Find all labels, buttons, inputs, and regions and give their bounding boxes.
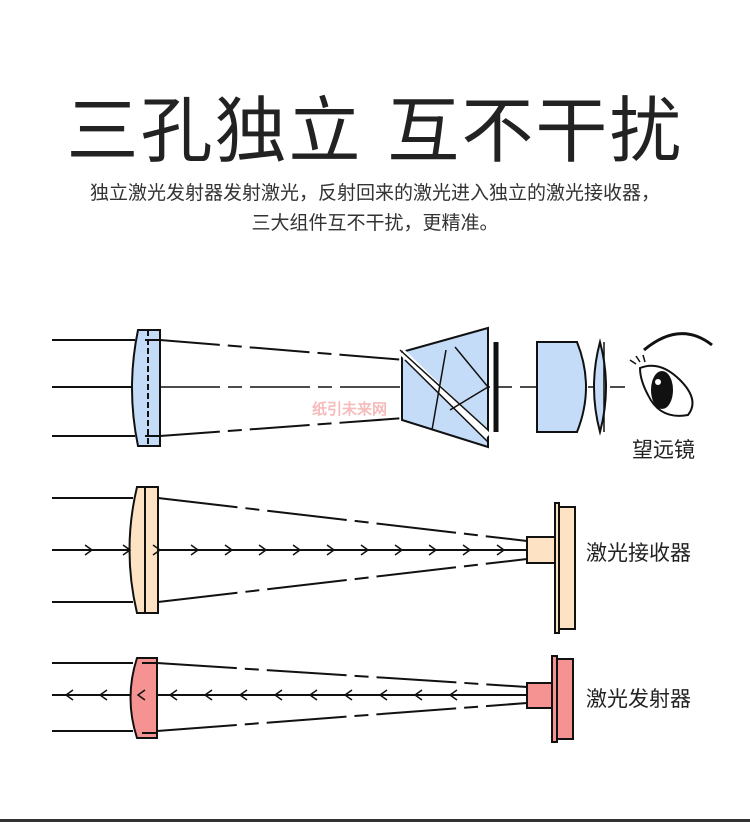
receiver-plate: [558, 506, 576, 630]
objective-lens-telescope: [131, 329, 161, 447]
label-receiver: 激光接收器: [586, 541, 691, 565]
beam-arrow: [273, 689, 283, 701]
beam-arrow: [360, 544, 370, 556]
beam-arrow: [64, 689, 74, 701]
beam-arrow: [122, 544, 132, 556]
beam-arrow: [136, 689, 146, 701]
beam-arrow: [378, 689, 388, 701]
beam-arrow: [448, 689, 458, 701]
beam-arrow: [343, 689, 353, 701]
page-title: 三孔独立 互不干扰: [66, 89, 684, 173]
eyepiece-lens: [536, 341, 587, 433]
beam-arrow: [413, 689, 423, 701]
bottom-divider: [0, 819, 750, 822]
beam-arrow: [428, 544, 438, 556]
beam-arrow: [394, 544, 404, 556]
description-line-1: 独立激光发射器发射激光，反射回来的激光进入独立的激光接收器，: [89, 182, 660, 204]
emitter-path: [52, 655, 574, 743]
beam-arrow: [152, 544, 162, 556]
watermark: 纸引未来网: [312, 400, 388, 418]
description-line-2: 三大组件互不干扰，更精准。: [251, 212, 499, 234]
receiver-path: [52, 486, 576, 634]
beam-arrow: [84, 544, 94, 556]
beam-arrow: [462, 544, 472, 556]
beam-arrow: [203, 689, 213, 701]
label-telescope: 望远镜: [632, 438, 695, 462]
emitter-source: [526, 682, 553, 709]
beam-arrow: [224, 544, 234, 556]
emitter-plate: [556, 658, 574, 740]
beam-arrow: [292, 544, 302, 556]
beam-arrow: [326, 544, 336, 556]
objective-lens-emitter: [129, 657, 158, 739]
eye-icon: [629, 332, 713, 417]
beam-arrow: [238, 689, 248, 701]
beam-arrow: [168, 689, 178, 701]
objective-lens-receiver: [128, 486, 159, 614]
beam-arrow: [258, 544, 268, 556]
telescope-path: [52, 326, 625, 449]
beam-arrow: [190, 544, 200, 556]
beam-arrow: [98, 689, 108, 701]
label-emitter: 激光发射器: [586, 687, 691, 711]
eyepiece-biconvex-lens: [593, 338, 607, 436]
beam-arrow: [308, 689, 318, 701]
beam-arrow: [496, 544, 506, 556]
receiver-sensor: [526, 536, 556, 564]
